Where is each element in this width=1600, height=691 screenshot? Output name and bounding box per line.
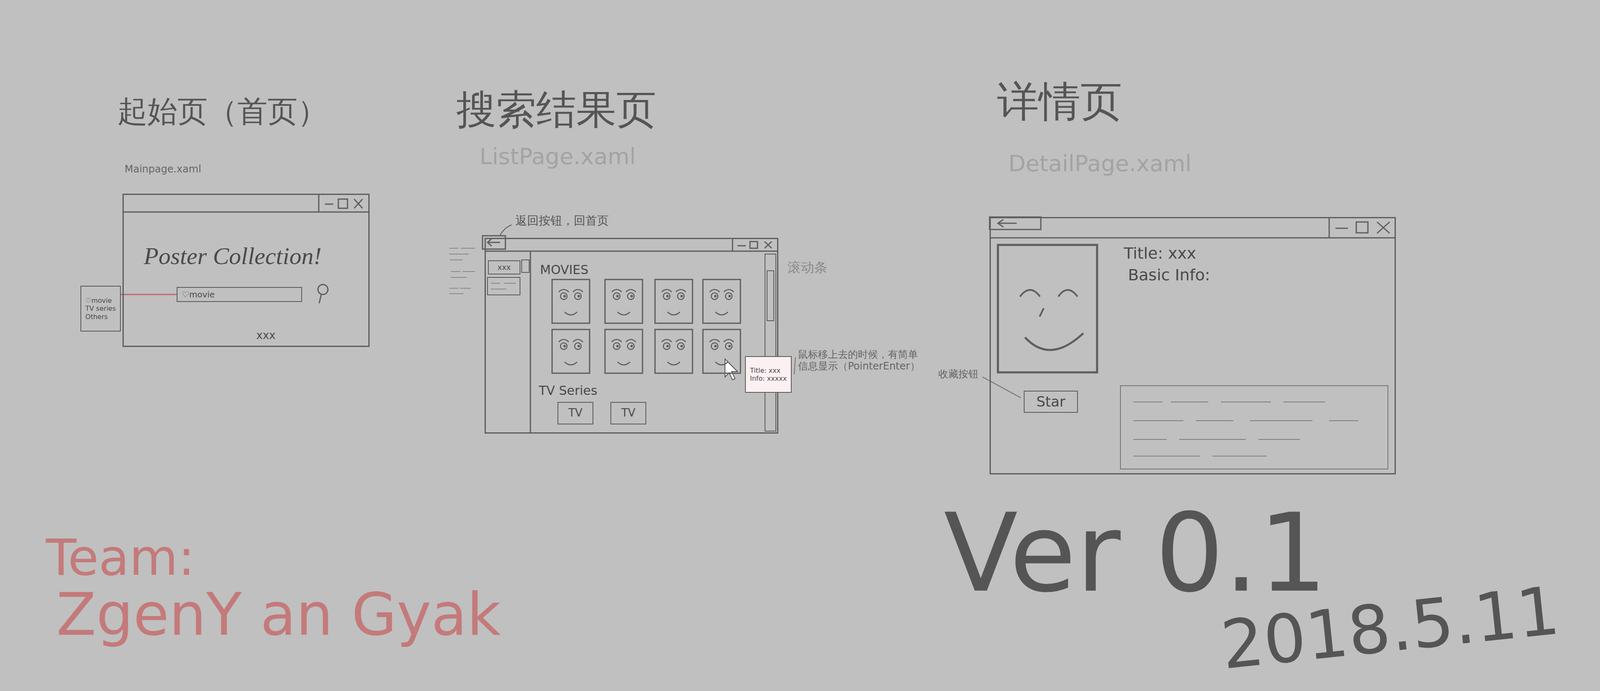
annotation: 滚动条 <box>787 260 828 276</box>
info-text-area <box>1120 385 1388 470</box>
window-text: TV Series <box>538 383 598 399</box>
scrollbar <box>765 254 776 432</box>
mouse-cursor <box>725 359 738 380</box>
sidebar-divider <box>530 251 532 434</box>
poster-image <box>997 245 1098 373</box>
leader-line <box>982 377 1021 398</box>
file-name: Mainpage.xaml <box>124 163 202 176</box>
back-button <box>989 217 1041 230</box>
page-heading: 起始页（首页） <box>117 94 328 129</box>
control-divider <box>732 237 734 252</box>
box-text: Others <box>85 312 108 321</box>
close-icon <box>354 199 363 209</box>
scroll-thumb <box>767 270 774 321</box>
poster-tile <box>655 279 693 324</box>
annotation: 鼠标移上去的时候，有简单信息显示（PointerEnter） <box>797 349 923 373</box>
tooltip: Title: xxxInfo: xxxxx <box>745 356 792 393</box>
text-scribble <box>1133 402 1359 457</box>
title-bar <box>122 211 370 213</box>
leader-line <box>794 357 796 375</box>
search-icon-handle <box>319 294 322 304</box>
box-text: xxx <box>497 262 511 273</box>
tv-box: TV <box>557 402 594 425</box>
control-divider <box>1328 217 1330 238</box>
maximize-icon <box>750 241 758 249</box>
annotation: 收藏按钮 <box>938 368 979 381</box>
box-text: Star <box>1036 393 1066 411</box>
version-label: Ver 0.1 <box>943 499 1328 608</box>
close-icon <box>764 241 772 249</box>
box-text: ♡movie <box>85 296 112 305</box>
control-divider <box>318 193 320 213</box>
close-icon <box>1377 222 1390 234</box>
poster-nose <box>1039 308 1044 317</box>
maximize-icon <box>1356 222 1368 233</box>
star-button: Star <box>1023 390 1078 413</box>
back-arrow <box>487 238 500 247</box>
sidebar-search: xxx <box>487 260 521 275</box>
window-heading: Title: xxx <box>1123 244 1197 264</box>
window-detail: Title: xxxBasic Info: Star <box>989 217 1396 475</box>
poster-tile <box>655 329 693 374</box>
minimize-icon <box>325 203 334 205</box>
team-label: Team: <box>45 529 195 587</box>
poster-eyes <box>1020 290 1078 297</box>
connector-line <box>120 294 177 296</box>
window-heading: MOVIES <box>540 262 589 278</box>
leader-line <box>500 225 512 236</box>
window-main: Poster Collection! xxx ♡movie <box>122 193 370 348</box>
box-text: TV <box>568 406 583 420</box>
page-heading: 详情页 <box>997 77 1123 126</box>
search-icon <box>317 284 328 295</box>
back-arrow <box>997 219 1017 228</box>
window-text: Basic Info: <box>1127 265 1210 285</box>
file-name: DetailPage.xaml <box>1008 150 1192 177</box>
scribble <box>490 283 516 290</box>
window-heading: Poster Collection! <box>143 241 322 271</box>
box-text: Info: xxxxx <box>750 374 787 383</box>
poster-tile <box>605 329 643 374</box>
window-text: xxx <box>256 329 276 343</box>
box-text: ♡movie <box>181 289 215 300</box>
box-text: TV <box>621 406 636 420</box>
team-names: ZgenY an Gyak <box>56 581 501 649</box>
poster-tile <box>702 279 741 324</box>
minimize-icon <box>1335 227 1348 230</box>
connector <box>120 294 177 295</box>
box-text: TV series <box>85 304 116 313</box>
poster-tile <box>552 329 590 374</box>
scribble-notes <box>449 248 475 294</box>
poster-smile <box>1025 333 1084 350</box>
file-name: ListPage.xaml <box>479 143 636 170</box>
poster-tile <box>605 279 643 324</box>
title-bar <box>989 237 1396 239</box>
sidebar-icon <box>521 260 530 273</box>
poster-tile <box>702 329 741 374</box>
page-heading: 搜索结果页 <box>456 86 657 133</box>
maximize-icon <box>338 199 348 209</box>
tv-box: TV <box>610 402 647 425</box>
minimize-icon <box>737 245 746 247</box>
title-bar <box>484 250 779 253</box>
search-box: ♡movie <box>176 287 303 303</box>
sidebar-panel <box>487 277 520 295</box>
poster-tile <box>552 279 590 324</box>
box-text: Title: xxx <box>750 366 781 375</box>
dropdown-list: ♡movieTV seriesOthers <box>80 285 121 332</box>
annotation: 返回按钮，回首页 <box>515 214 609 228</box>
window-chrome <box>122 193 1396 470</box>
window-list: MOVIESTV SeriesxxxTVTVTitle: xxxInfo: xx… <box>484 237 779 434</box>
